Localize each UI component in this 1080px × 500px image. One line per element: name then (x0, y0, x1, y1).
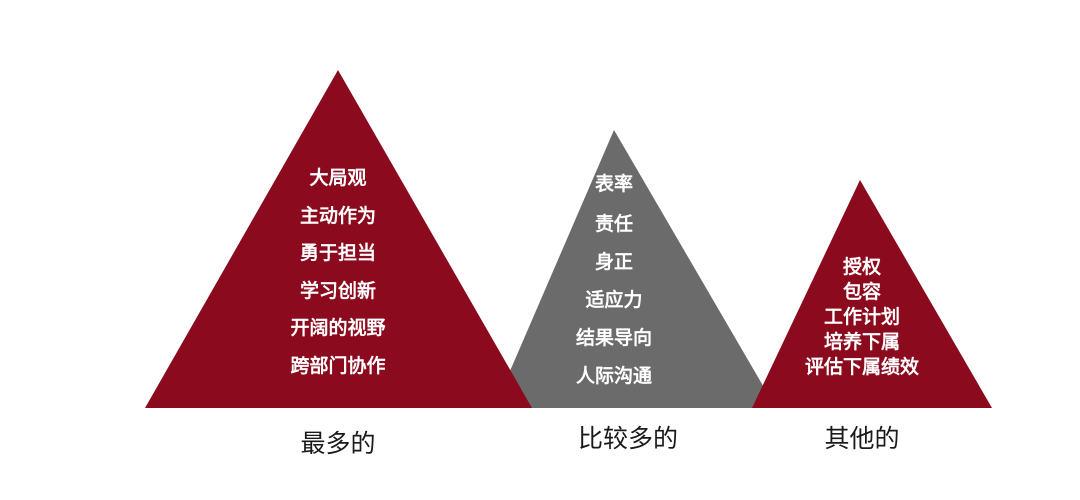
peak-1-item-3: 勇于担当 (300, 241, 376, 264)
peak-2-item-3: 身正 (595, 250, 633, 273)
peak-2-item-1: 表率 (595, 172, 633, 195)
peak-3-triangle (752, 180, 992, 408)
peak-3-item-5: 评估下属绩效 (805, 355, 919, 378)
peak-1-item-5: 开阔的视野 (290, 316, 385, 339)
peak-1-item-1: 大局观 (309, 166, 366, 189)
peak-1-triangle (145, 70, 532, 408)
peak-2-item-5: 结果导向 (576, 326, 652, 349)
peak-3-item-2: 包容 (843, 280, 881, 303)
peak-1-item-6: 跨部门协作 (290, 354, 385, 377)
peak-2-caption: 比较多的 (578, 424, 678, 453)
peak-1-item-2: 主动作为 (300, 204, 376, 227)
peak-3-item-3: 工作计划 (824, 305, 900, 328)
peak-3-item-1: 授权 (843, 255, 881, 278)
peak-1-caption: 最多的 (300, 429, 375, 458)
peak-2-item-2: 责任 (595, 212, 633, 235)
peak-2-item-4: 适应力 (585, 288, 642, 311)
peak-2-item-6: 人际沟通 (576, 364, 653, 387)
peak-3-caption: 其他的 (824, 424, 899, 453)
peak-2-triangle (494, 130, 776, 408)
peak-3-item-4: 培养下属 (824, 330, 900, 353)
peak-1-item-4: 学习创新 (300, 279, 376, 302)
